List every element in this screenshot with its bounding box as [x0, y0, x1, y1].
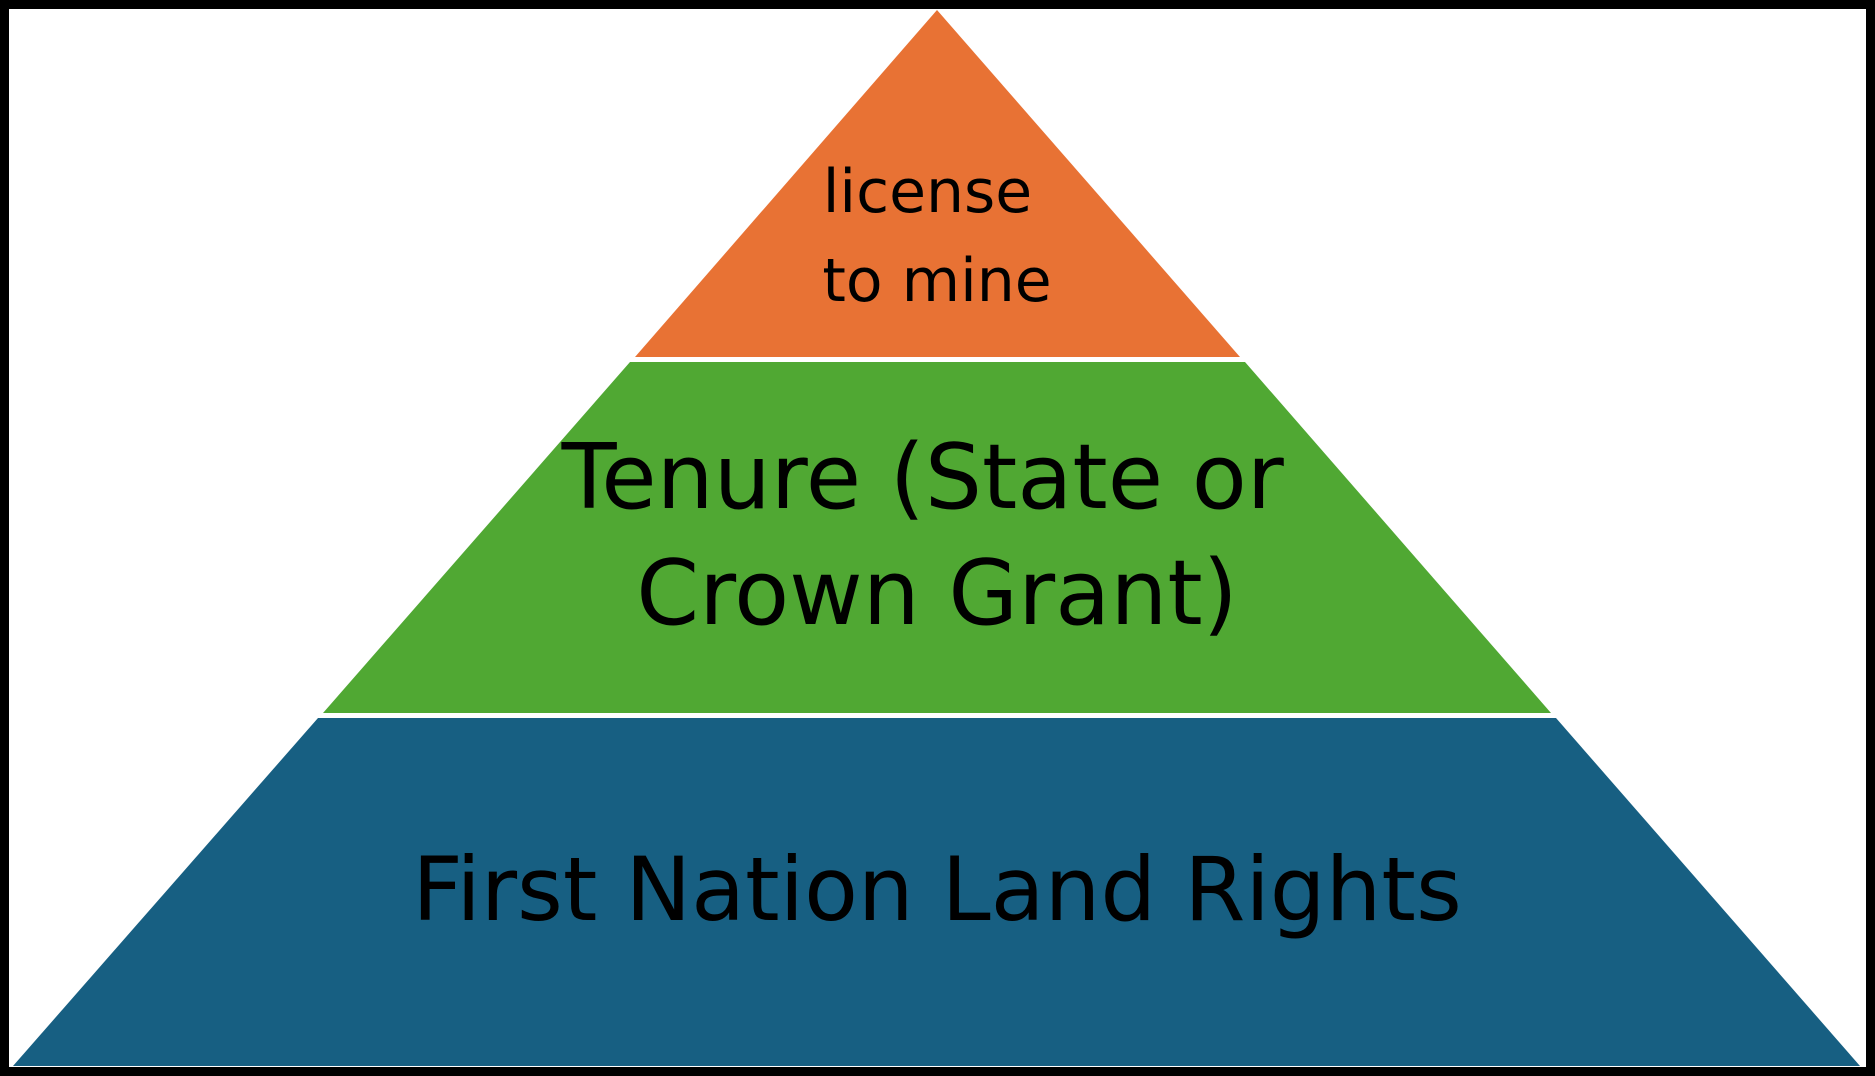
tier-bottom-label: First Nation Land Rights: [412, 838, 1462, 941]
tier-middle-line-2: Crown Grant): [636, 541, 1238, 646]
tier-top-line-2: to mine: [822, 246, 1051, 316]
tier-bottom-line-1: First Nation Land Rights: [412, 838, 1462, 941]
pyramid-tier-middle: [323, 362, 1551, 713]
tier-middle-label: Tenure (State or Crown Grant): [561, 425, 1313, 646]
tier-middle-line-1: Tenure (State or: [561, 425, 1284, 530]
tier-top-label: license to mine: [822, 157, 1051, 316]
tier-top-line-1: license: [823, 157, 1032, 227]
pyramid-tier-bottom: [13, 718, 1860, 1066]
pyramid-tier-top: [635, 10, 1240, 357]
